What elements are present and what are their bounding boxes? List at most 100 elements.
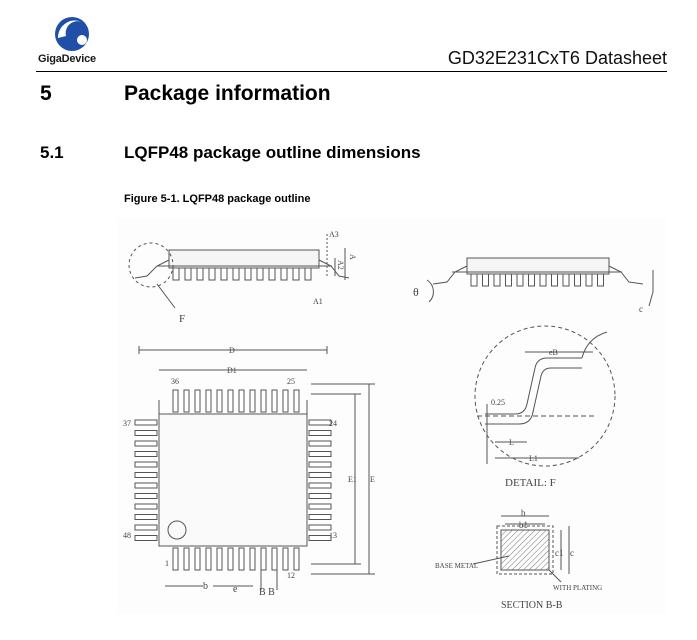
package-pin	[134, 472, 158, 478]
side-view-right	[426, 257, 654, 307]
section-b1-label: b1	[519, 520, 528, 530]
dim-c-label: c	[639, 304, 643, 314]
section-bb-title: SECTION B-B	[501, 600, 563, 611]
package-pin	[216, 547, 223, 571]
package-pin	[308, 482, 332, 489]
dim-a1-label: A1	[313, 297, 323, 306]
side-lead	[574, 273, 581, 287]
side-lead	[292, 267, 300, 281]
package-pin	[308, 440, 332, 447]
package-pin	[308, 472, 332, 478]
pitch-e-label: e	[233, 584, 238, 595]
package-pin	[260, 547, 267, 571]
package-pin	[134, 451, 158, 457]
side-lead	[196, 267, 204, 281]
eb-label: eB	[549, 348, 558, 357]
package-pin	[293, 389, 300, 413]
dim-a2-label: A2	[336, 260, 345, 270]
pin-1-label: 1	[165, 559, 169, 568]
side-lead	[244, 267, 252, 281]
dim-d1-label: D1	[227, 366, 237, 375]
side-lead	[184, 267, 192, 281]
package-pin	[293, 547, 300, 571]
detail-f-label: F	[179, 313, 185, 325]
dim-b-label: b	[203, 581, 208, 592]
package-pin	[205, 389, 212, 413]
top-view	[134, 346, 375, 590]
dim-l-label: L	[509, 438, 514, 447]
package-pin	[134, 461, 158, 468]
package-pin	[134, 430, 158, 436]
package-pin	[308, 451, 332, 457]
package-pin	[308, 419, 332, 426]
pin-13-label: 13	[329, 531, 337, 540]
package-pin	[134, 482, 158, 489]
dim-l1-label: L1	[529, 454, 538, 463]
dim-d-label: D	[229, 346, 235, 355]
package-pin	[282, 547, 289, 571]
pin-12-label: 12	[287, 571, 295, 580]
package-pin	[308, 514, 332, 520]
package-pin	[134, 419, 158, 426]
side-lead	[528, 273, 535, 287]
figure-caption: Figure 5-1. LQFP48 package outline	[124, 193, 311, 205]
pin-25-label: 25	[287, 377, 295, 386]
package-pin	[308, 493, 332, 499]
document-title: GD32E231CxT6 Datasheet	[447, 48, 667, 68]
side-lead	[232, 267, 240, 281]
side-lead	[304, 267, 312, 281]
side-lead	[505, 273, 512, 287]
package-pin	[249, 389, 256, 413]
package-pin	[183, 547, 190, 571]
dim-e-label: E	[370, 475, 375, 484]
detail-f-view	[474, 325, 616, 467]
package-pin	[172, 389, 179, 413]
pin-48-label: 48	[123, 531, 131, 540]
package-pin	[308, 524, 332, 531]
theta-label: θ	[413, 285, 419, 299]
package-pin	[238, 547, 245, 571]
section-number: 5	[40, 82, 52, 105]
side-lead	[482, 273, 489, 287]
side-view	[128, 234, 350, 309]
pin-37-label: 37	[123, 419, 131, 428]
package-pin	[194, 547, 201, 571]
side-lead	[516, 273, 524, 287]
package-pin	[183, 389, 190, 413]
side-lead	[551, 273, 558, 287]
package-outline-drawing: A3 A2 A A1 F θ c D	[117, 218, 666, 614]
side-lead	[208, 267, 216, 281]
section-c1-label: c1	[555, 548, 564, 558]
package-pin	[216, 389, 223, 413]
package-pin	[194, 389, 201, 413]
package-pin	[134, 440, 158, 447]
detail-f-title: DETAIL: F	[505, 477, 556, 489]
side-lead	[268, 267, 276, 281]
package-pin	[134, 524, 158, 531]
side-lead	[539, 273, 547, 287]
section-bb-marker: B B	[259, 587, 275, 598]
package-pin	[249, 547, 256, 571]
side-lead	[597, 273, 604, 287]
package-pin	[134, 493, 158, 499]
side-lead	[470, 273, 478, 287]
side-lead	[256, 267, 264, 281]
package-pin	[271, 547, 278, 571]
subsection-title: LQFP48 package outline dimensions	[124, 143, 421, 162]
dim-e1-label: E1	[348, 475, 357, 484]
package-pin	[260, 389, 267, 413]
base-metal-label: BASE METAL	[435, 562, 478, 570]
side-lead	[220, 267, 228, 281]
package-pin	[308, 430, 332, 436]
pin-24-label: 24	[329, 419, 337, 428]
side-lead	[562, 273, 570, 287]
side-lead	[172, 267, 180, 281]
with-plating-label: WITH PLATING	[553, 584, 602, 592]
package-pin	[227, 389, 234, 413]
section-c-label: c	[570, 548, 574, 558]
side-lead	[585, 273, 593, 287]
side-lead	[493, 273, 501, 287]
section-title: Package information	[124, 82, 331, 105]
package-pin	[282, 389, 289, 413]
package-pin	[308, 503, 332, 510]
